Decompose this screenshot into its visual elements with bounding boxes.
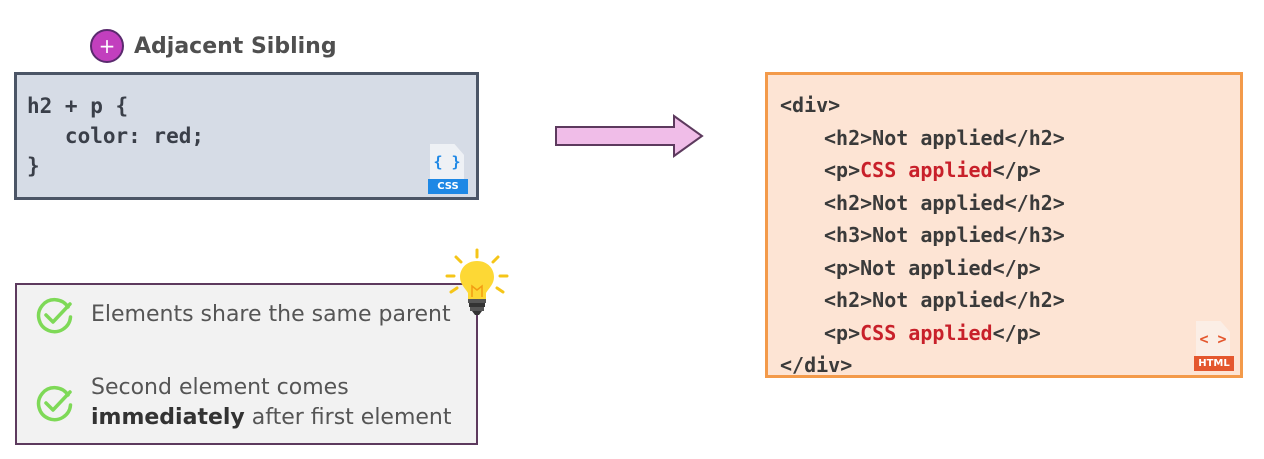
- css-code-line: h2 + p {: [27, 94, 129, 118]
- html-file-icon: < > HTML: [1194, 321, 1234, 371]
- css-code-line: color: red;: [27, 124, 205, 148]
- code-text: <p>: [824, 320, 861, 345]
- tip-text-bold: immediately: [91, 405, 245, 430]
- heading-title: Adjacent Sibling: [134, 33, 337, 59]
- code-text: </div>: [780, 353, 853, 377]
- html-code-line: <div>: [780, 89, 1065, 122]
- code-text: <p>: [824, 158, 861, 182]
- light-bulb-icon: [445, 248, 509, 315]
- code-text: <h2>Not applied</h2>: [824, 190, 1065, 215]
- highlighted-code-text: CSS applied: [860, 320, 993, 345]
- html-code-line: <h3>Not applied</h3>: [780, 219, 1065, 252]
- html-code-line: <h2>Not applied</h2>: [780, 284, 1065, 317]
- html-code-line: <h2>Not applied</h2>: [780, 187, 1065, 220]
- html-code-line: </div>: [780, 349, 1065, 382]
- tip-item: Second element comes immediately after f…: [35, 373, 471, 433]
- html-file-tag: HTML: [1194, 356, 1234, 371]
- html-code-line: <h2>Not applied</h2>: [780, 122, 1065, 155]
- tip-text-part: after first element: [244, 405, 452, 430]
- plus-badge-glyph: +: [98, 34, 116, 58]
- html-code-box: <div><h2>Not applied</h2><p>CSS applied<…: [765, 72, 1243, 378]
- tip-text: Elements share the same parent: [91, 302, 451, 327]
- right-arrow-icon: [555, 114, 704, 158]
- html-code: <div><h2>Not applied</h2><p>CSS applied<…: [780, 89, 1065, 382]
- code-text: </p>: [992, 158, 1041, 182]
- plus-icon: +: [90, 29, 124, 63]
- code-text: <div>: [780, 93, 841, 117]
- code-text: <h2>Not applied</h2>: [824, 125, 1065, 150]
- html-code-line: <p>Not applied</p>: [780, 252, 1065, 285]
- tip-text-part: Second element comes: [91, 375, 349, 400]
- check-circle-icon: [36, 297, 73, 334]
- tip-text: Second element comes immediately after f…: [91, 373, 471, 433]
- css-code-line: }: [27, 154, 40, 178]
- check-circle-icon: [36, 385, 73, 422]
- tip-item: Elements share the same parent: [35, 295, 471, 335]
- html-code-line: <p>CSS applied</p>: [780, 317, 1065, 350]
- css-file-glyph: { }: [433, 153, 461, 171]
- code-text: <p>Not applied</p>: [824, 255, 1041, 280]
- tip-box: Elements share the same parent Second el…: [15, 283, 478, 445]
- css-code: h2 + p { color: red;}: [27, 91, 204, 181]
- highlighted-code-text: CSS applied: [860, 158, 993, 182]
- code-text: <h3>Not applied</h3>: [824, 223, 1065, 247]
- code-text: <h2>Not applied</h2>: [824, 288, 1065, 312]
- html-code-line: <p>CSS applied</p>: [780, 154, 1065, 187]
- html-file-glyph: < >: [1199, 330, 1227, 348]
- css-file-icon: { } CSS: [428, 144, 468, 194]
- section-heading: + Adjacent Sibling: [90, 28, 337, 64]
- css-code-box: h2 + p { color: red;} { } CSS: [14, 72, 479, 200]
- code-text: </p>: [992, 320, 1041, 345]
- css-file-tag: CSS: [428, 179, 468, 194]
